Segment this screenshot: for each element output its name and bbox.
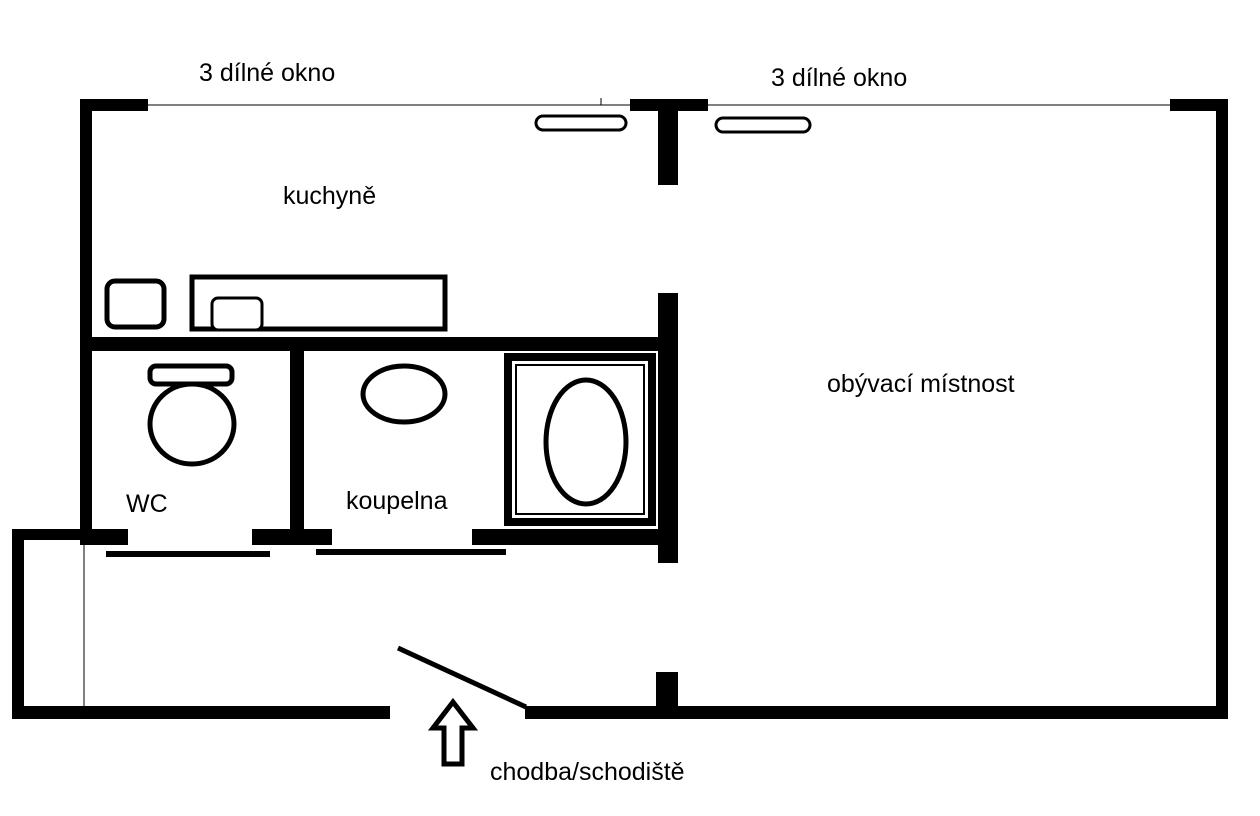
stove-icon: [104, 278, 167, 330]
outer-wall-top-left: [80, 99, 148, 111]
entry-wall-top: [12, 529, 92, 540]
kitchen-bath-wall: [80, 337, 670, 351]
washbasin-icon: [360, 363, 448, 425]
outer-wall-bottom-left: [12, 706, 390, 719]
bath-sliding-door: [316, 549, 506, 555]
window-handle-left: [534, 114, 628, 132]
wc-wall-bottom-right: [252, 529, 332, 545]
bathtub-inner-line: [515, 364, 645, 515]
window-label-left: 3 dílné okno: [199, 59, 336, 87]
bathtub-basin-icon: [543, 377, 629, 507]
kitchen-label: kuchyně: [283, 182, 377, 210]
window-label-right: 3 dílné okno: [771, 64, 908, 92]
bathroom-label: koupelna: [346, 487, 448, 515]
wc-sliding-door: [106, 551, 270, 557]
outer-wall-bottom-right: [525, 706, 1228, 719]
entrance-door: [396, 645, 528, 710]
toilet-bowl-icon: [147, 381, 237, 467]
living-room-label: obývací místnost: [827, 370, 1015, 398]
hallway-label: chodba/schodiště: [490, 758, 685, 786]
outer-wall-left: [80, 99, 92, 545]
partition-wall-middle: [658, 293, 678, 563]
window-handle-right: [714, 116, 812, 134]
wc-bath-wall: [290, 337, 304, 530]
entry-wall-left: [12, 529, 24, 719]
wc-label: WC: [126, 490, 168, 518]
outer-wall-top-right: [1170, 99, 1228, 111]
sink-icon: [210, 296, 264, 332]
wc-wall-bottom-left: [80, 529, 128, 545]
bath-wall-bottom-right: [472, 529, 670, 545]
partition-wall-bottom-stub: [656, 672, 678, 719]
toilet-tank-icon: [147, 363, 235, 387]
partition-wall-top-stub: [658, 99, 678, 185]
outer-wall-right: [1216, 99, 1228, 719]
entrance-arrow-icon: [427, 697, 479, 767]
